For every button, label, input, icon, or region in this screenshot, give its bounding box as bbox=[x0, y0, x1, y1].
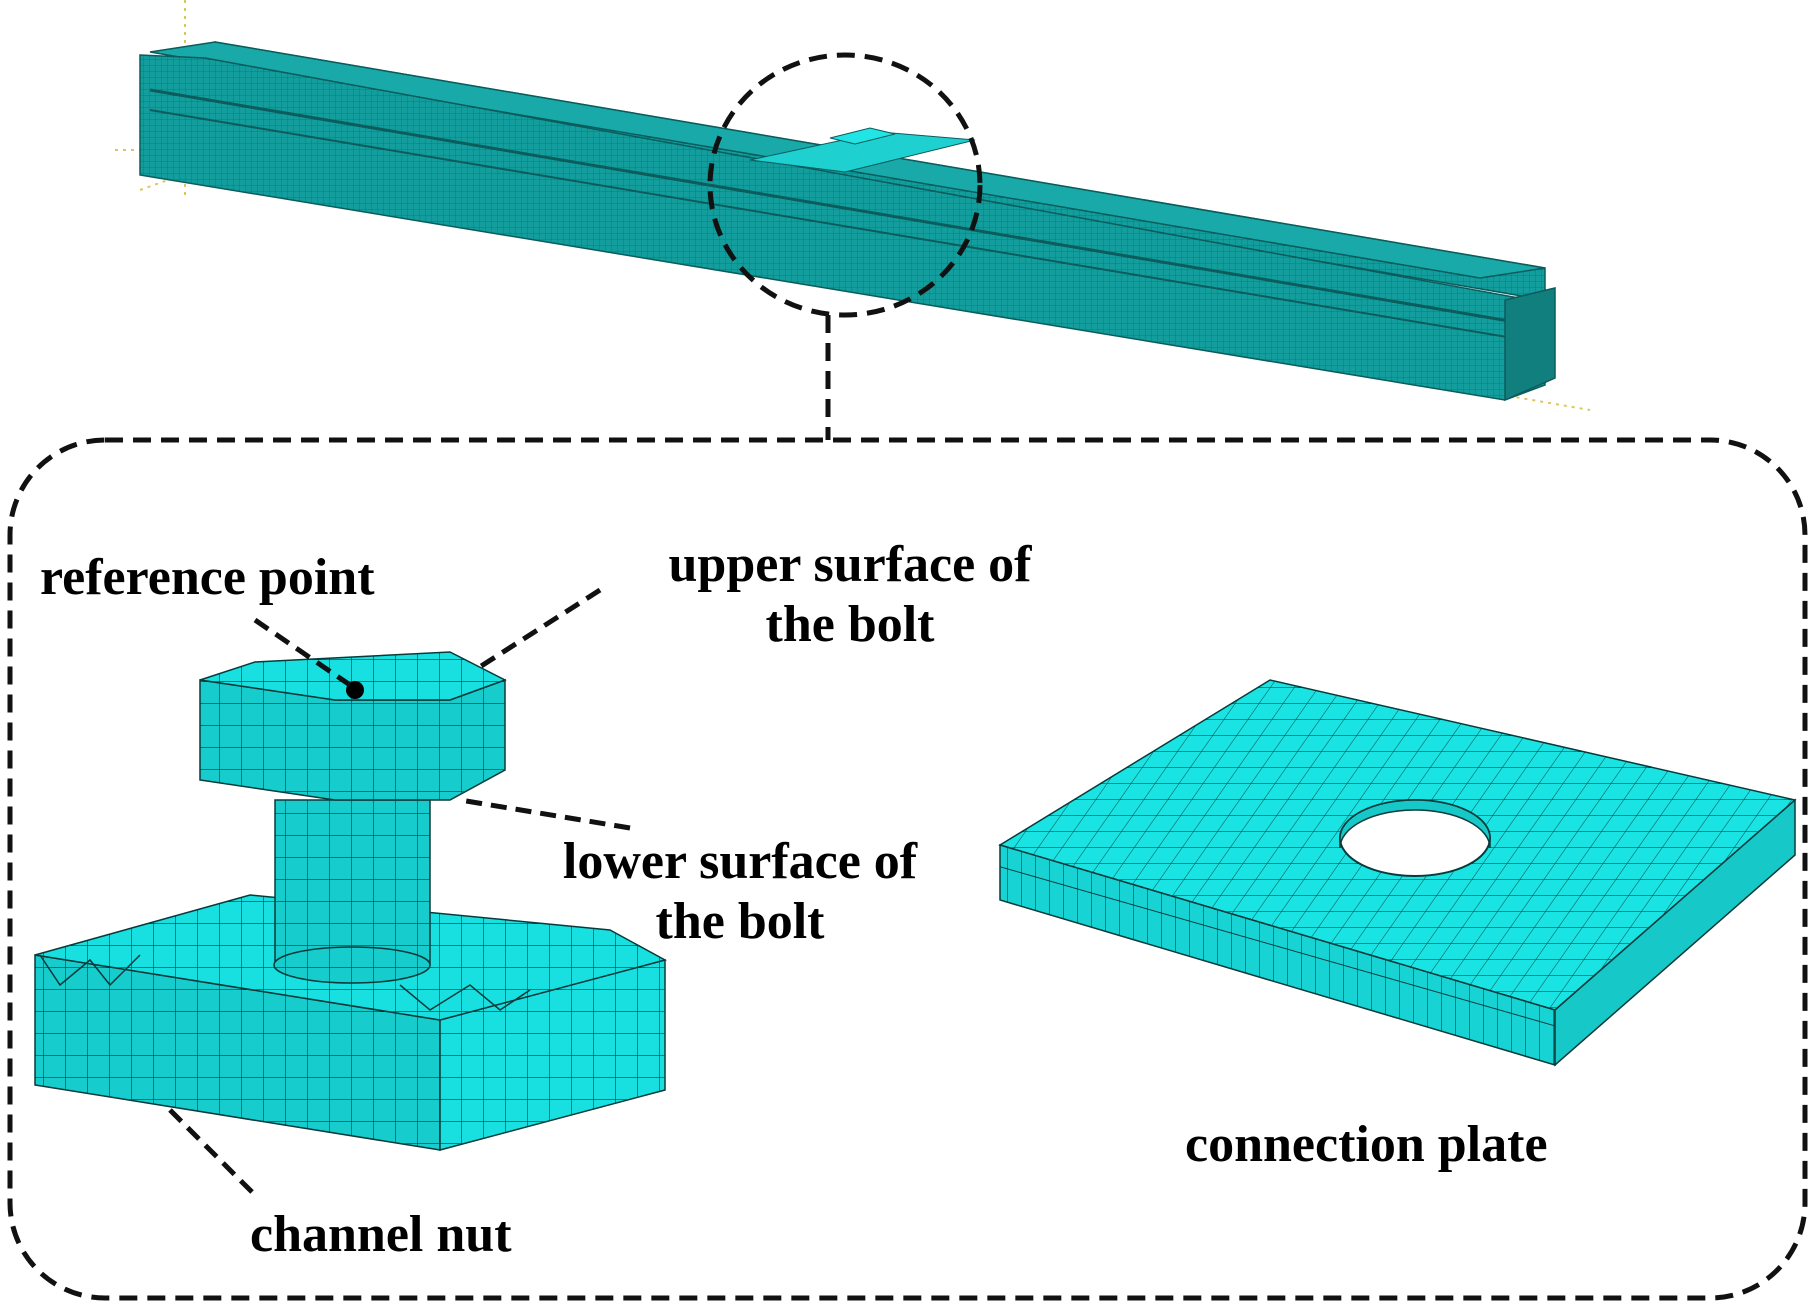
channel-nut-bolt-model bbox=[34, 651, 668, 1151]
beam-connection-plate bbox=[749, 131, 976, 173]
lower-surface-label: lower surface of the bolt bbox=[520, 832, 960, 952]
lower-surface-label-line1: lower surface of bbox=[562, 833, 918, 890]
connection-plate-label: connection plate bbox=[1185, 1116, 1548, 1173]
upper-surface-label: upper surface of the bolt bbox=[620, 535, 1080, 655]
bolt-shank bbox=[274, 799, 431, 966]
connection-plate-model bbox=[998, 679, 1797, 1067]
bolt-head-top bbox=[199, 651, 507, 701]
reference-point-marker bbox=[346, 681, 364, 699]
leader-lower-surface bbox=[459, 797, 631, 831]
zoom-circle bbox=[707, 52, 983, 318]
leader-reference-point bbox=[253, 617, 352, 688]
upper-surface-label-line2: the bolt bbox=[765, 595, 935, 653]
lower-surface-label-line2: the bolt bbox=[655, 892, 825, 950]
upper-surface-label-line1: upper surface of bbox=[668, 536, 1032, 593]
detail-box bbox=[7, 437, 1808, 1301]
reference-point-label: reference point bbox=[40, 549, 375, 606]
leader-channel-nut bbox=[168, 1108, 257, 1197]
beam-end-face bbox=[1504, 287, 1556, 402]
beam-front-face bbox=[139, 54, 1546, 401]
leader-upper-surface bbox=[473, 587, 602, 673]
beam-bolt-head bbox=[829, 127, 896, 145]
channel-beam bbox=[115, 0, 1591, 440]
callout-leaders bbox=[168, 587, 631, 1197]
channel-nut-label: channel nut bbox=[250, 1206, 512, 1263]
connection-plate-right-side bbox=[1554, 798, 1796, 1067]
